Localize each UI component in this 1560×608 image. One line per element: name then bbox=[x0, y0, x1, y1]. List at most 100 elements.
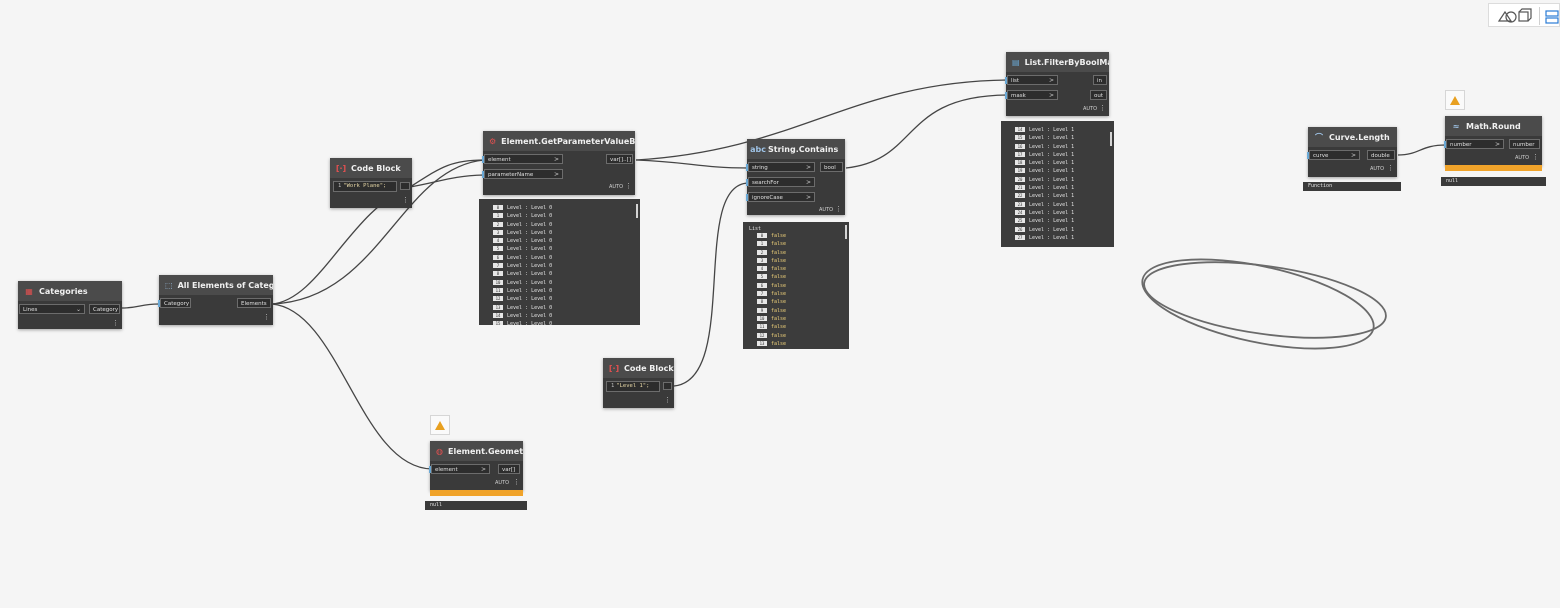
node-header[interactable]: ◍ Element.Geometry bbox=[430, 441, 523, 461]
list-index-badge: 22 bbox=[1015, 193, 1025, 199]
lacing-label[interactable]: AUTO bbox=[495, 480, 510, 486]
list-value: false bbox=[771, 257, 787, 264]
input-port-string[interactable]: string> bbox=[746, 162, 815, 172]
warning-bar bbox=[430, 490, 523, 496]
output-preview[interactable]: null bbox=[1441, 177, 1546, 186]
graph-view-icon[interactable] bbox=[1545, 9, 1559, 24]
node-menu-icon[interactable]: ⋮ bbox=[835, 205, 842, 213]
input-port-ignorecase[interactable]: ignoreCase> bbox=[746, 192, 815, 202]
input-port-number[interactable]: number> bbox=[1444, 139, 1504, 149]
output-port-var[interactable]: var[] bbox=[498, 464, 520, 474]
output-port-number[interactable]: number bbox=[1509, 139, 1540, 149]
category-dropdown[interactable]: Lines ⌄ bbox=[19, 304, 85, 314]
list-value: Level : Level 1 bbox=[1029, 176, 1075, 183]
node-math-round[interactable]: ≈ Math.Round number> number AUTO ⋮ bbox=[1444, 116, 1542, 166]
node-header[interactable]: ≈ Math.Round bbox=[1445, 116, 1542, 136]
geometry-view-icon[interactable] bbox=[1497, 8, 1533, 24]
list-value: Level : Level 0 bbox=[507, 213, 553, 220]
node-menu-icon[interactable]: ⋮ bbox=[1387, 164, 1394, 172]
list-index-badge: 16 bbox=[1015, 143, 1025, 149]
list-value: Level : Level 0 bbox=[507, 296, 553, 303]
node-header[interactable]: ⌒ Curve.Length bbox=[1308, 127, 1397, 147]
list-index-badge: 1 bbox=[757, 241, 767, 247]
node-menu-icon[interactable]: ⋮ bbox=[112, 319, 119, 327]
lacing-label[interactable]: AUTO bbox=[819, 207, 834, 213]
output-value: Function bbox=[1308, 183, 1333, 189]
warning-icon[interactable] bbox=[1445, 90, 1465, 110]
input-port-category[interactable]: Category bbox=[158, 298, 191, 308]
scrollbar[interactable] bbox=[636, 204, 638, 218]
list-value: false bbox=[771, 299, 787, 306]
code-editor[interactable]: 1"Work Plane"; bbox=[333, 181, 397, 192]
list-index-badge: 2 bbox=[493, 221, 503, 227]
input-port-element[interactable]: element> bbox=[482, 154, 563, 164]
node-categories[interactable]: ▦ Categories Lines ⌄ Category ⋮ bbox=[18, 281, 122, 329]
warning-icon[interactable] bbox=[430, 415, 450, 435]
input-port-element[interactable]: element> bbox=[429, 464, 490, 474]
node-menu-icon[interactable]: ⋮ bbox=[1099, 104, 1106, 112]
output-port-category[interactable]: Category bbox=[89, 304, 120, 314]
lacing-label[interactable]: AUTO bbox=[1515, 155, 1530, 161]
chevron-right-icon: > bbox=[1350, 152, 1356, 159]
output-port-var[interactable]: var[]..[] bbox=[606, 154, 633, 164]
node-get-parameter[interactable]: ⚙ Element.GetParameterValueByName elemen… bbox=[482, 131, 635, 195]
node-menu-icon[interactable]: ⋮ bbox=[625, 182, 632, 190]
input-port-mask[interactable]: mask> bbox=[1005, 90, 1058, 100]
node-header[interactable]: [·] Code Block bbox=[603, 358, 674, 378]
output-port[interactable] bbox=[663, 382, 672, 390]
node-menu-icon[interactable]: ⋮ bbox=[664, 396, 671, 404]
node-menu-icon[interactable]: ⋮ bbox=[263, 313, 270, 321]
node-filter-by-bool-mask[interactable]: ▤ List.FilterByBoolMask list> mask> in o… bbox=[1005, 52, 1109, 116]
code-editor[interactable]: 1"Level 1"; bbox=[606, 381, 660, 392]
node-element-geometry[interactable]: ◍ Element.Geometry element> var[] AUTO ⋮ bbox=[429, 441, 523, 491]
input-port-parametername[interactable]: parameterName> bbox=[482, 169, 563, 179]
node-header[interactable]: ▤ List.FilterByBoolMask bbox=[1006, 52, 1109, 72]
node-menu-icon[interactable]: ⋮ bbox=[1532, 153, 1539, 161]
node-menu-icon[interactable]: ⋮ bbox=[513, 478, 520, 486]
lacing-label[interactable]: AUTO bbox=[1083, 106, 1098, 112]
view-switcher[interactable] bbox=[1488, 3, 1560, 27]
list-value: false bbox=[771, 266, 787, 273]
input-port-searchfor[interactable]: searchFor> bbox=[746, 177, 815, 187]
port-label: Category bbox=[93, 307, 119, 313]
node-header[interactable]: ⚙ Element.GetParameterValueByName bbox=[483, 131, 635, 151]
lacing-label[interactable]: AUTO bbox=[609, 184, 624, 190]
output-port-in[interactable]: in bbox=[1093, 75, 1107, 85]
lacing-label[interactable]: AUTO bbox=[1370, 166, 1385, 172]
input-port-curve[interactable]: curve> bbox=[1307, 150, 1360, 160]
node-header[interactable]: ▦ Categories bbox=[18, 281, 122, 301]
curve-geometry-2 bbox=[1141, 258, 1375, 350]
input-port-list[interactable]: list> bbox=[1005, 75, 1058, 85]
output-preview[interactable]: Function bbox=[1303, 182, 1401, 191]
scrollbar[interactable] bbox=[845, 225, 847, 239]
output-port-out[interactable]: out bbox=[1090, 90, 1107, 100]
output-port-bool[interactable]: bool bbox=[820, 162, 843, 172]
list-value: Level : Level 1 bbox=[1029, 135, 1075, 142]
output-port-elements[interactable]: Elements bbox=[237, 298, 271, 308]
node-curve-length[interactable]: ⌒ Curve.Length curve> double AUTO ⋮ bbox=[1307, 127, 1397, 177]
list-index-badge: 19 bbox=[1015, 168, 1025, 174]
output-port-double[interactable]: double bbox=[1367, 150, 1395, 160]
divider bbox=[1539, 7, 1540, 25]
output-preview[interactable]: null bbox=[425, 501, 527, 510]
node-all-elements[interactable]: ⬚ All Elements of Category Category Elem… bbox=[158, 275, 273, 325]
node-header[interactable]: abc String.Contains bbox=[747, 139, 845, 159]
node-menu-icon[interactable]: ⋮ bbox=[402, 196, 409, 204]
node-header[interactable]: ⬚ All Elements of Category bbox=[159, 275, 273, 295]
node-header[interactable]: [·] Code Block bbox=[330, 158, 412, 178]
node-code-block-1[interactable]: [·] Code Block 1"Work Plane"; ⋮ bbox=[330, 158, 412, 208]
node-code-block-2[interactable]: [·] Code Block 1"Level 1"; ⋮ bbox=[603, 358, 674, 408]
scrollbar[interactable] bbox=[1110, 132, 1112, 146]
node-string-contains[interactable]: abc String.Contains string> searchFor> i… bbox=[746, 139, 845, 215]
node-title: Code Block bbox=[351, 163, 401, 173]
output-port[interactable] bbox=[400, 182, 410, 190]
